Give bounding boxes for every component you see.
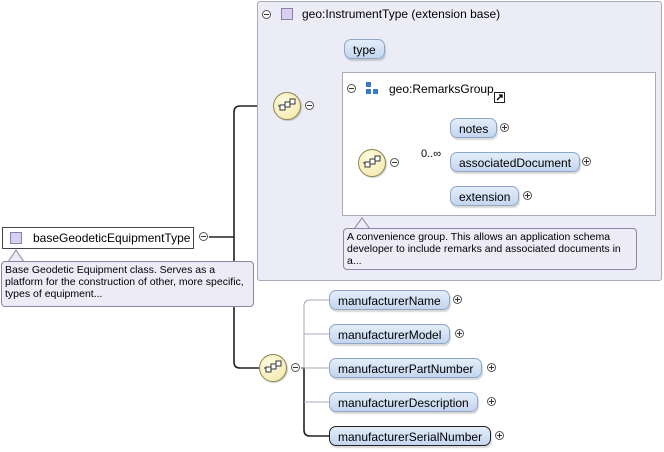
element-manufacturer-description[interactable]: manufacturerDescription xyxy=(329,392,478,412)
note-tail xyxy=(7,249,25,262)
group-icon xyxy=(366,82,378,94)
collapse-icon[interactable] xyxy=(291,363,300,372)
note-tail xyxy=(353,217,371,229)
element-type[interactable]: type xyxy=(344,39,385,59)
element-extension[interactable]: extension xyxy=(450,186,520,206)
expand-icon[interactable] xyxy=(495,431,504,440)
root-type-box[interactable]: baseGeodeticEquipmentType xyxy=(2,227,194,249)
element-manufacturer-serial-number[interactable]: manufacturerSerialNumber xyxy=(329,426,492,446)
expand-icon[interactable] xyxy=(500,123,509,132)
expand-icon[interactable] xyxy=(582,157,591,166)
expand-icon[interactable] xyxy=(453,295,462,304)
remarks-group-note: A convenience group. This allows an appl… xyxy=(343,228,637,270)
element-notes[interactable]: notes xyxy=(450,118,498,138)
element-associated-document[interactable]: associatedDocument xyxy=(450,152,581,172)
remarks-group-label: geo:RemarksGroup xyxy=(389,82,494,96)
complex-type-icon xyxy=(281,8,293,20)
collapse-icon[interactable] xyxy=(347,84,356,93)
element-manufacturer-part-number[interactable]: manufacturerPartNumber xyxy=(329,358,483,378)
element-manufacturer-model[interactable]: manufacturerModel xyxy=(329,324,451,344)
root-type-label: baseGeodeticEquipmentType xyxy=(33,231,191,245)
multiplicity-label: 0..∞ xyxy=(421,148,442,160)
complex-type-icon xyxy=(10,232,22,244)
collapse-icon[interactable] xyxy=(199,232,208,241)
sequence-compositor-icon[interactable] xyxy=(273,92,301,120)
collapse-icon[interactable] xyxy=(262,10,271,19)
expand-icon[interactable] xyxy=(487,363,496,372)
expand-icon[interactable] xyxy=(523,191,532,200)
root-type-note: Base Geodetic Equipment class. Serves as… xyxy=(1,261,254,307)
sequence-compositor-icon[interactable] xyxy=(358,149,386,177)
expand-icon[interactable] xyxy=(455,329,464,338)
collapse-icon[interactable] xyxy=(390,158,399,167)
external-link-icon[interactable] xyxy=(494,92,505,103)
expand-icon[interactable] xyxy=(487,397,496,406)
extension-base-label: geo:InstrumentType (extension base) xyxy=(302,7,501,21)
sequence-compositor-icon[interactable] xyxy=(259,354,287,382)
element-manufacturer-name[interactable]: manufacturerName xyxy=(329,290,450,310)
collapse-icon[interactable] xyxy=(305,101,314,110)
